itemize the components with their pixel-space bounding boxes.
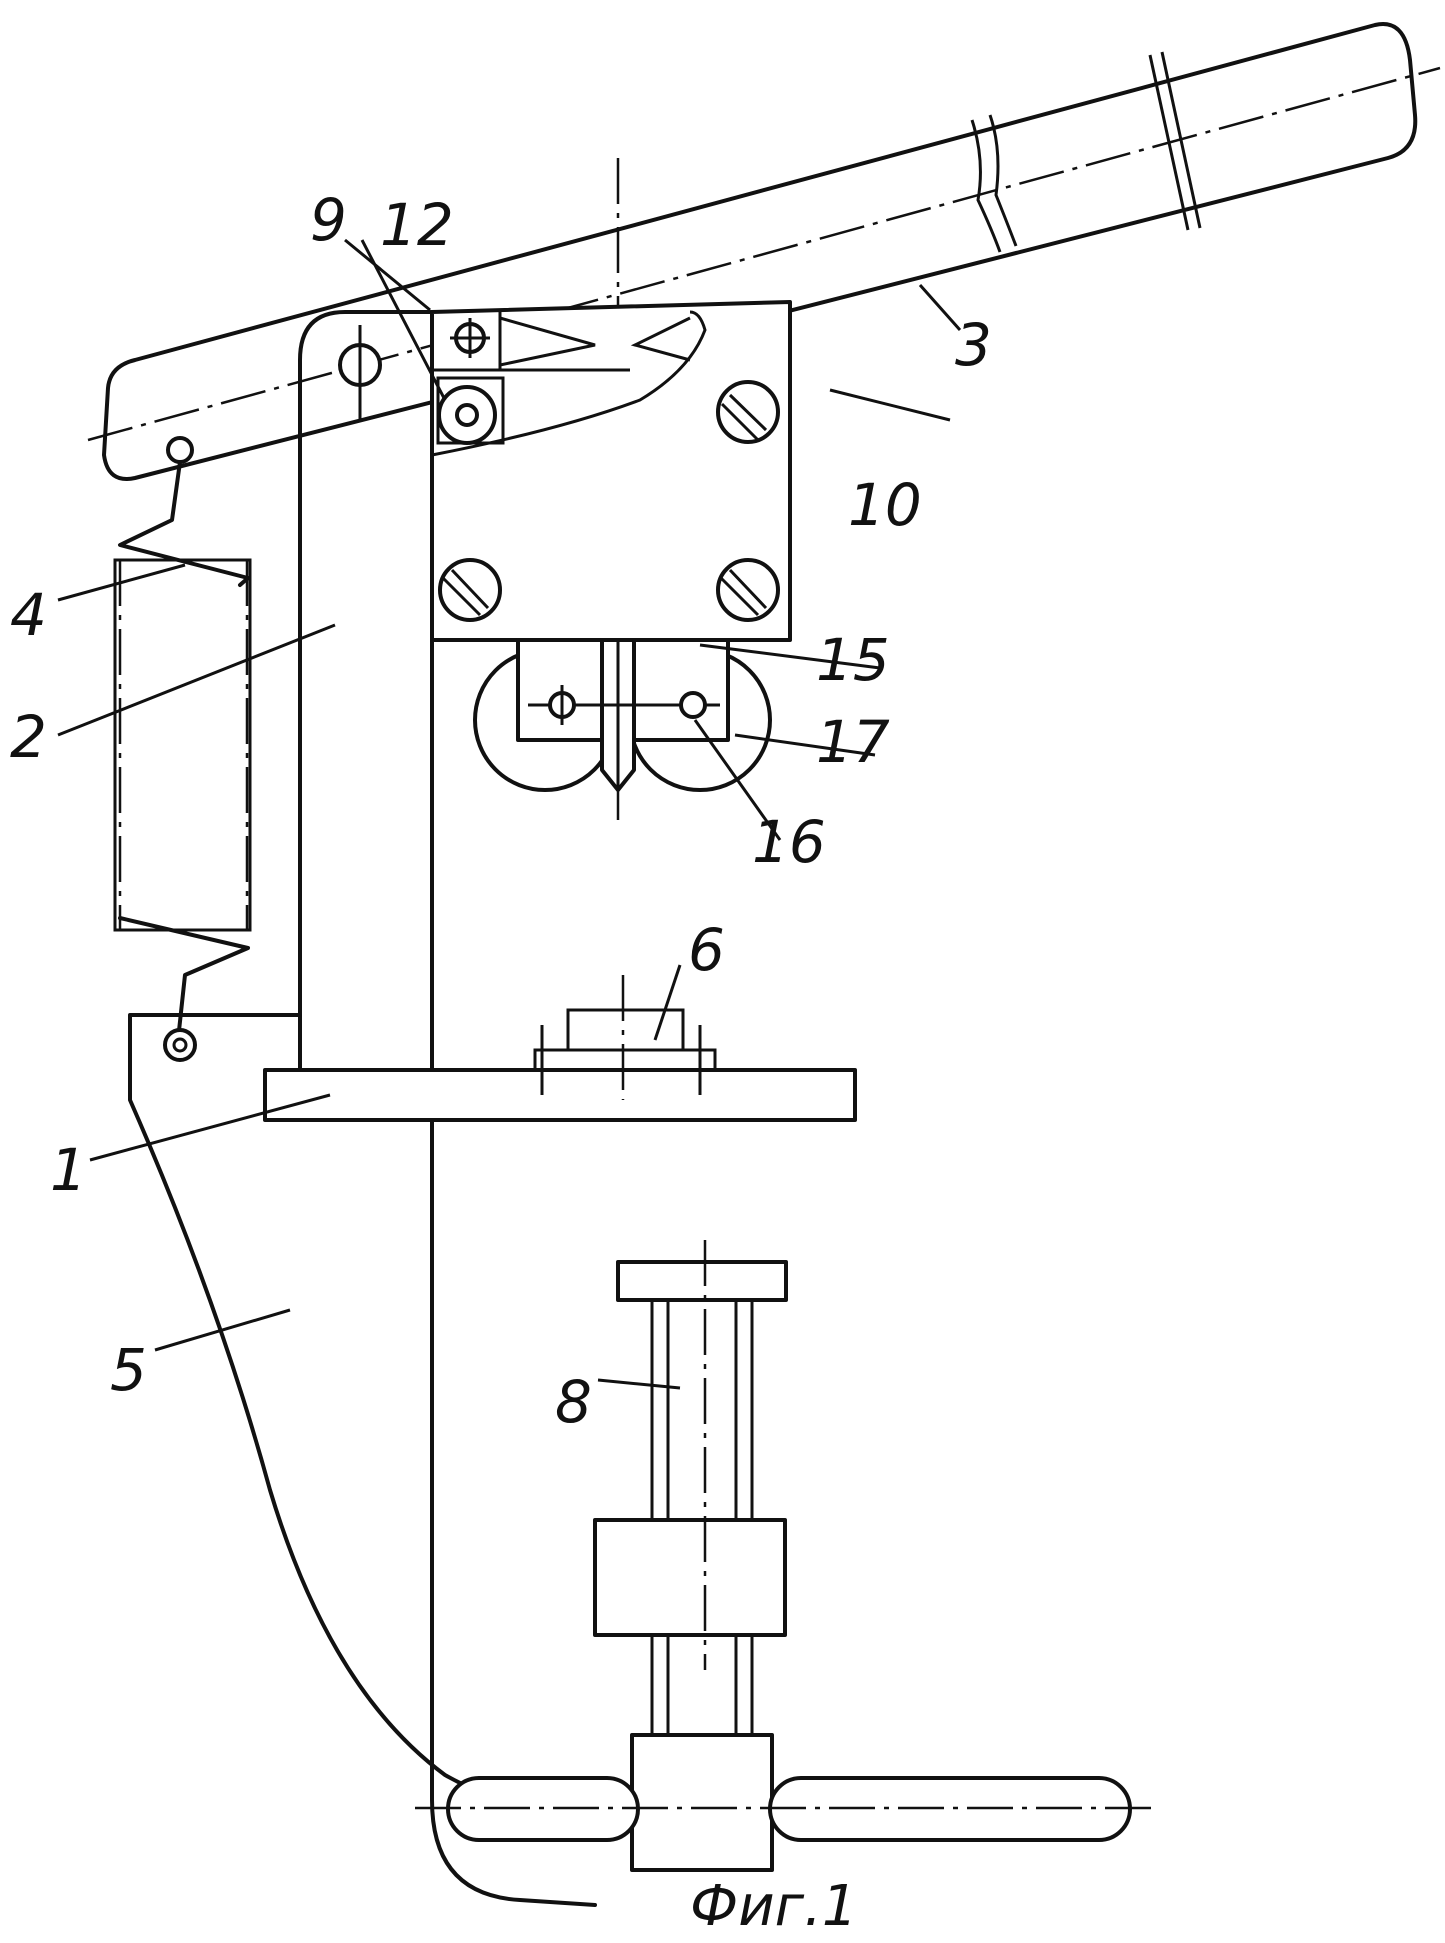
label-5: 5 <box>110 1336 147 1404</box>
label-15: 15 <box>816 626 890 694</box>
tension-spring <box>115 438 250 1060</box>
label-2: 2 <box>10 703 47 771</box>
label-8: 8 <box>555 1368 592 1436</box>
label-16: 16 <box>752 808 826 876</box>
table-plate <box>265 975 855 1120</box>
label-12: 12 <box>380 191 454 259</box>
label-9: 9 <box>310 186 347 254</box>
label-4: 4 <box>10 581 47 649</box>
label-6: 6 <box>688 916 725 984</box>
label-3: 3 <box>955 311 992 379</box>
label-17: 17 <box>816 708 890 776</box>
label-1: 1 <box>50 1136 87 1204</box>
figure-caption: Фиг.1 <box>690 1874 857 1939</box>
label-10: 10 <box>848 471 922 539</box>
roller-assembly <box>475 640 770 790</box>
clamp-screw <box>415 1240 1155 1870</box>
